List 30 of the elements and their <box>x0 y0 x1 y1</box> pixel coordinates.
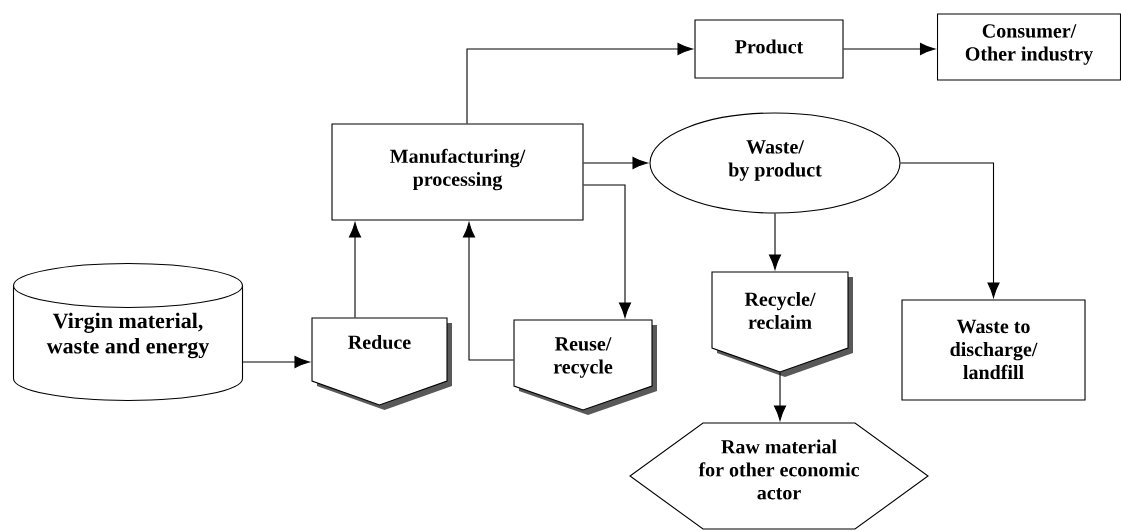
arrow <box>466 42 693 124</box>
arrow <box>773 372 787 421</box>
node-text: Virgin material, waste and energy <box>46 312 210 359</box>
node-text: Reuse/ recycle <box>553 337 613 378</box>
node-text: Manufacturing/ processing <box>390 148 526 191</box>
node-text: Waste to discharge/ landfill <box>950 319 1038 380</box>
node-text: Product <box>735 39 804 54</box>
arrow <box>242 355 310 369</box>
node-text: Waste/ by product <box>728 140 822 181</box>
process-box <box>694 19 844 79</box>
arrow <box>843 42 936 56</box>
pentagon-box <box>311 317 452 410</box>
node-text: Recycle/ reclaim <box>744 291 816 330</box>
process-box <box>901 299 1086 401</box>
arrow <box>768 213 782 270</box>
process-box <box>331 123 584 221</box>
arrow <box>462 222 514 361</box>
node-text: Reduce <box>348 334 411 350</box>
node-text: Consumer/ Other industry <box>965 24 1093 65</box>
arrow <box>348 222 362 318</box>
process-box <box>936 13 1121 81</box>
pentagon-box <box>513 319 657 415</box>
hexagon-box <box>629 422 929 530</box>
ellipse-shape <box>649 112 901 214</box>
cylinder-shape <box>12 262 244 402</box>
node-text: Raw material for other economic actor <box>698 439 860 500</box>
arrow <box>900 162 1000 298</box>
arrow <box>583 156 648 170</box>
arrow <box>583 184 632 318</box>
pentagon-box <box>711 271 853 377</box>
